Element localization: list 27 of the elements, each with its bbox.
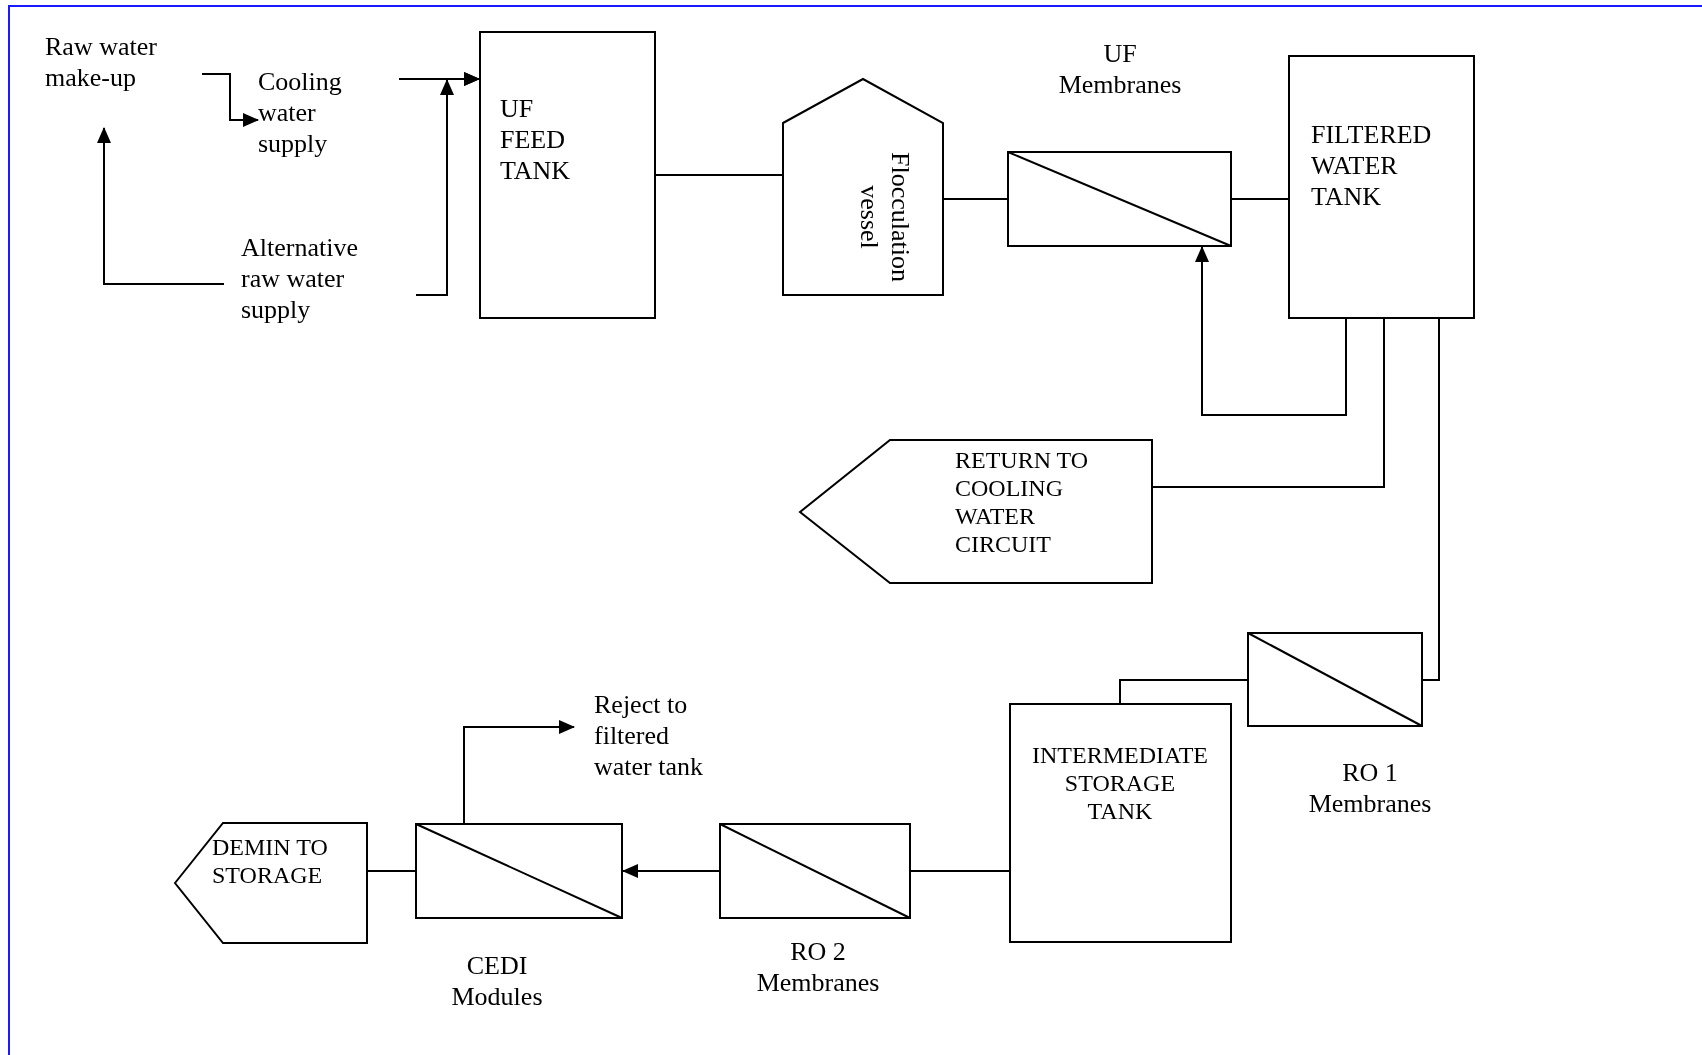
flow-arrow: [1195, 246, 1347, 416]
flow-line: [910, 870, 1010, 872]
flow-line: [1151, 318, 1385, 488]
flow-arrow: [622, 864, 720, 878]
flow-arrow: [97, 127, 225, 285]
annotation-text: Cooling water supply: [258, 66, 342, 159]
node-label: INTERMEDIATE STORAGE TANK: [1032, 741, 1208, 825]
flow-line: [1119, 679, 1248, 704]
flow-line: [655, 174, 784, 176]
node-label: Flocculation vessel: [854, 151, 916, 284]
unit-label: UF Membranes: [1057, 38, 1183, 100]
node-label: RETURN TO COOLING WATER CIRCUIT: [955, 446, 1090, 558]
node-label: UF FEED TANK: [500, 93, 571, 186]
flow-line: [1422, 318, 1440, 681]
node-label: DEMIN TO STORAGE: [212, 833, 329, 889]
unit-label: RO 1 Membranes: [1307, 757, 1433, 819]
annotation-text: Raw water make-up: [45, 31, 158, 93]
annotation-text: Alternative raw water supply: [241, 232, 359, 325]
node-label: FILTERED WATER TANK: [1311, 119, 1432, 212]
flow-arrow: [463, 720, 575, 824]
flow-line: [1231, 198, 1289, 200]
unit-label: RO 2 Membranes: [755, 936, 881, 998]
unit-label: CEDI Modules: [450, 950, 544, 1012]
flow-line: [366, 870, 416, 872]
annotation-text: Reject to filtered water tank: [594, 689, 704, 782]
flow-line: [942, 198, 1008, 200]
flow-arrow: [201, 73, 259, 127]
